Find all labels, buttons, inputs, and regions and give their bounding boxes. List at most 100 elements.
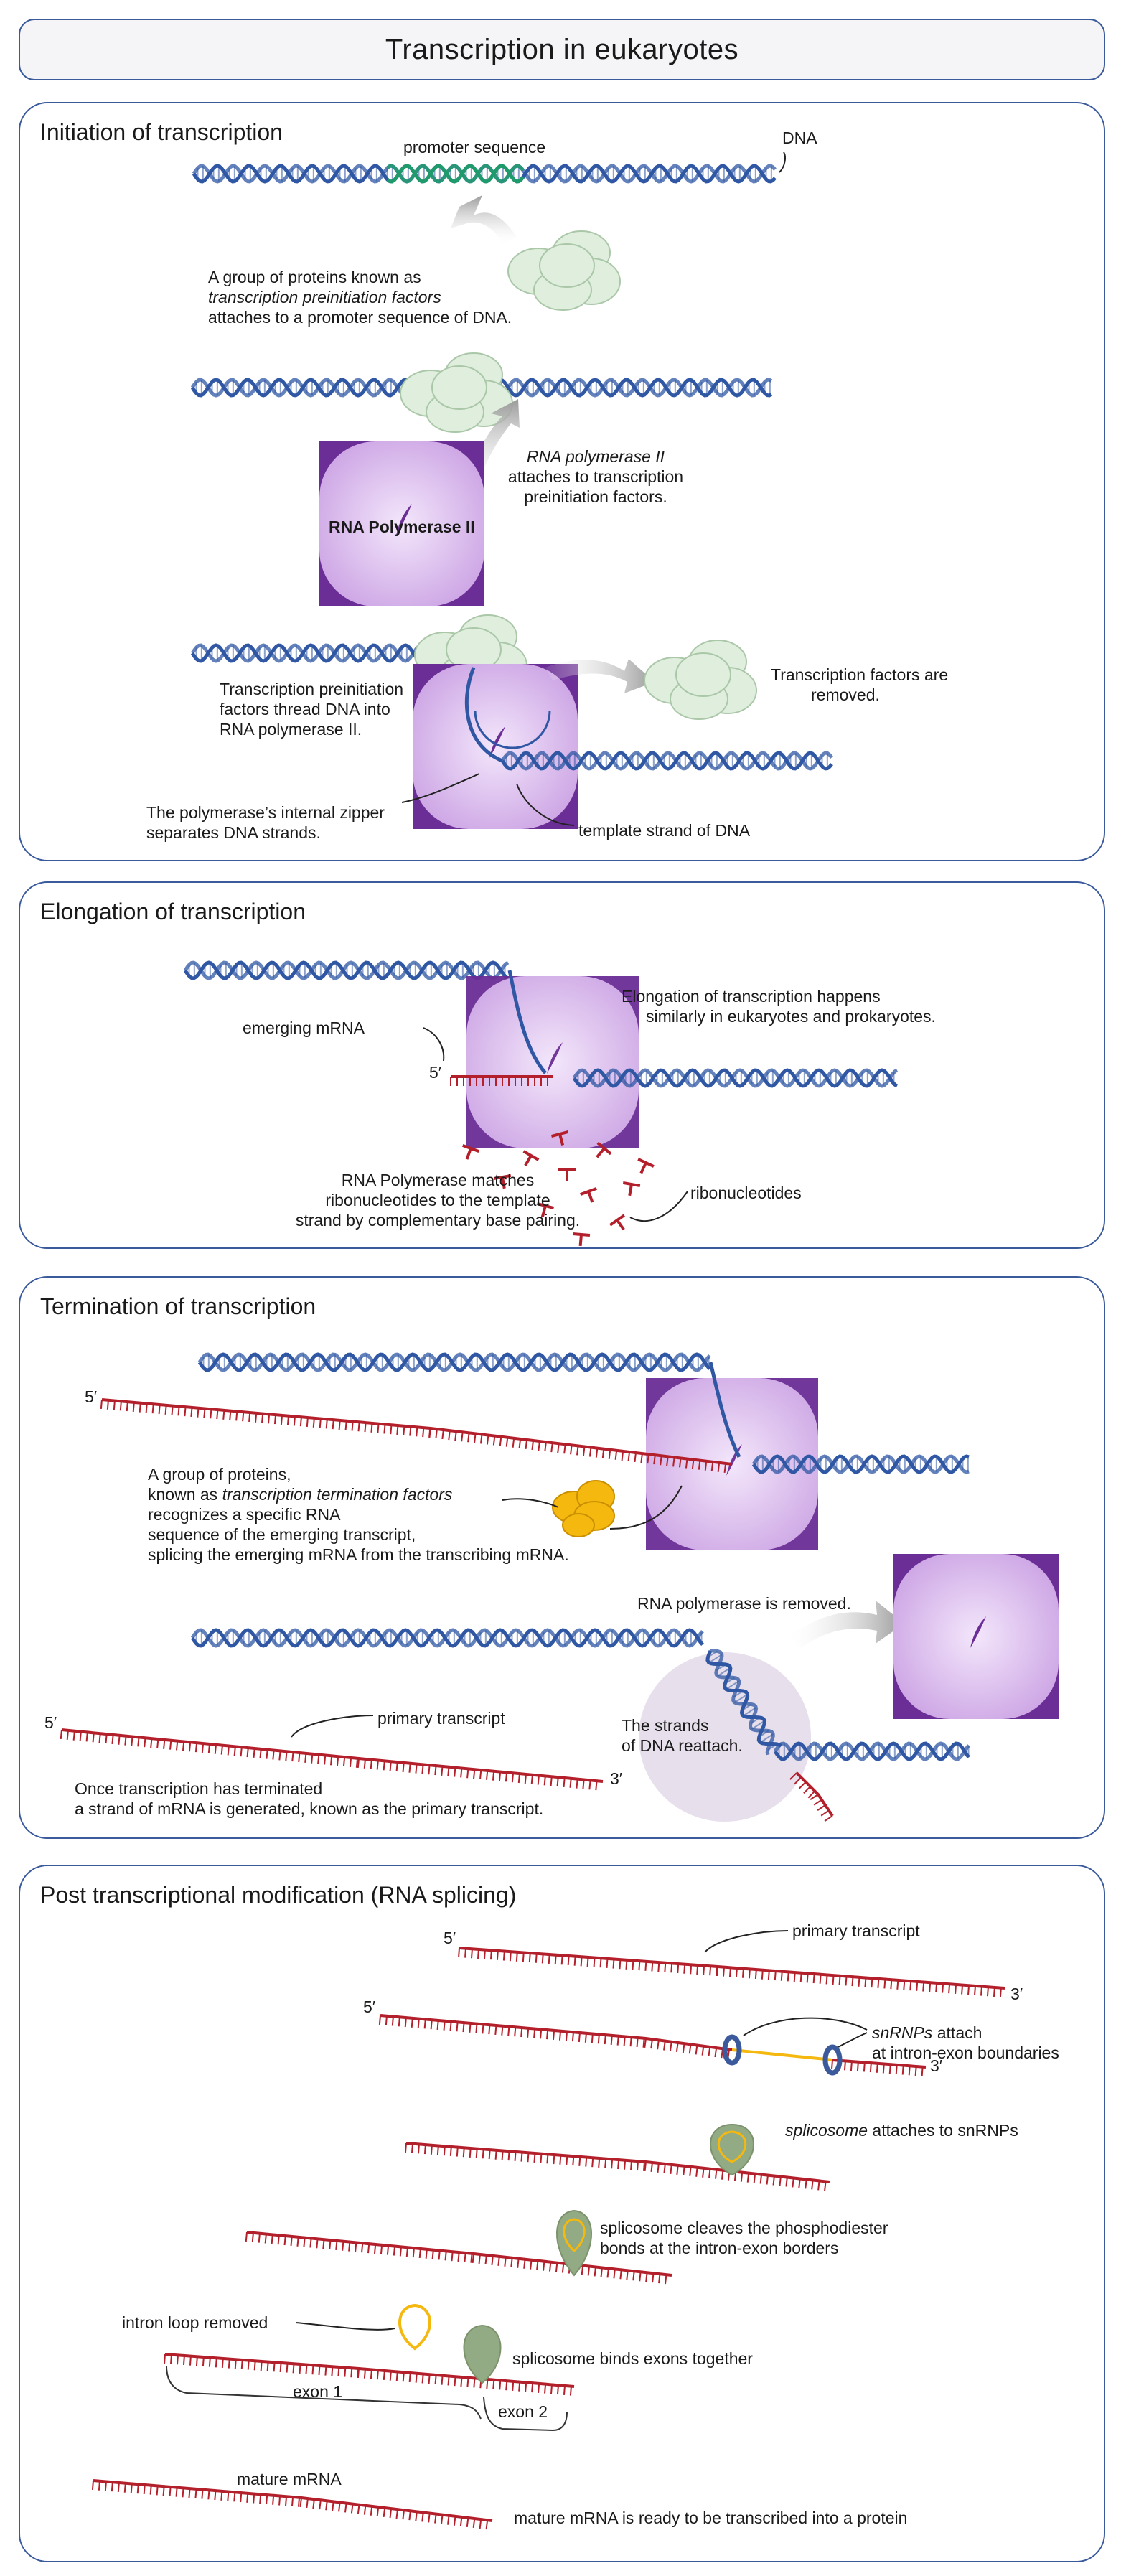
joined-exons-base	[337, 2366, 340, 2376]
termination-mrna-base	[467, 1433, 470, 1443]
snrnp-transcript-exon1-base	[578, 2032, 581, 2043]
splicing-primary-transcript-base	[858, 1977, 860, 1987]
primary-transcript-base	[131, 1736, 133, 1746]
splicing-primary-transcript-base	[489, 1950, 492, 1960]
spliceosome-transcript-base	[591, 2158, 594, 2168]
elongation-dna-b	[572, 1068, 899, 1088]
snrnp-transcript-exon1-base	[701, 2046, 705, 2056]
ribonucleotide-bar	[622, 1181, 641, 1188]
termination-dna-a-strand-b	[197, 1352, 711, 1372]
spliceosome-transcript-base	[540, 2153, 543, 2163]
snrnp-transcript-exon1-base	[423, 2019, 426, 2029]
splicing-primary-transcript-base	[993, 1987, 995, 1997]
cleave-transcript-base	[639, 2272, 642, 2282]
joined-exons-base	[466, 2377, 469, 2387]
step3-line1: Transcription preinitiation	[220, 680, 404, 698]
cleave-transcript-base	[348, 2242, 351, 2252]
joined-exons-base	[518, 2381, 521, 2392]
splicing-primary-transcript-base	[774, 1970, 777, 1981]
ribonucleotide-11	[550, 1130, 569, 1146]
mature-mrna-base	[376, 2506, 380, 2516]
spliceosome-transcript-base	[663, 2163, 666, 2173]
joined-exons-base	[550, 2384, 553, 2394]
exon2-bracket	[483, 2397, 568, 2432]
termination-mrna-base	[557, 1443, 560, 1453]
reattach-line1: The strands	[622, 1716, 709, 1735]
termination-mrna-base	[390, 1425, 393, 1435]
emerging-mrna-pointer	[423, 1027, 445, 1062]
primary-transcript-base	[389, 1761, 392, 1771]
termination-mrna-base	[474, 1433, 477, 1443]
spliceosome-transcript-base	[494, 2150, 497, 2160]
primary-transcript-base	[349, 1757, 352, 1767]
elongation-five-prime: 5′	[429, 1063, 442, 1082]
factors-line4: sequence of the emerging transcript,	[148, 1525, 416, 1544]
splicing-primary-transcript-base	[548, 1954, 550, 1964]
cleave-transcript-base	[523, 2259, 526, 2269]
cleave-transcript-base	[393, 2246, 396, 2256]
primary-transcript-base	[498, 1771, 502, 1781]
mature-mrna-base	[357, 2504, 360, 2514]
mature-mrna-base	[117, 2482, 120, 2493]
step3-line3: RNA polymerase II.	[220, 720, 362, 739]
ribonucleotide-1	[493, 1174, 512, 1189]
cleave-transcript-base	[665, 2275, 667, 2285]
template-label: template strand of DNA	[578, 821, 751, 840]
spliceosome-transcript	[404, 2142, 830, 2191]
splicing-primary-transcript-base	[593, 1957, 596, 1967]
snrnp-transcript-exon1-base	[657, 2040, 660, 2050]
reattached-dna-bend-rung	[717, 1667, 731, 1677]
termination-mrna-base	[672, 1457, 675, 1467]
step1-line2: transcription preinitiation factors	[208, 288, 441, 306]
termination-mrna-base	[538, 1441, 540, 1451]
mature-mrna-base	[434, 2514, 437, 2524]
splicing-primary-transcript-base	[864, 1977, 867, 1987]
spliceosome-transcript-base	[404, 2142, 407, 2153]
dna-strand-1	[192, 164, 777, 184]
rna-polymerase-2	[319, 441, 484, 606]
snrnp-transcript-exon2-base	[895, 2064, 898, 2074]
snrnp-transcript-exon2	[831, 2059, 927, 2076]
termination-mrna-base	[416, 1427, 418, 1437]
termination-mrna-base	[454, 1431, 457, 1441]
spliceosome-text: attaches to snRNPs	[868, 2121, 1018, 2140]
snrnp-transcript-exon1-base	[520, 2027, 523, 2038]
splicing-primary-transcript-base	[896, 1980, 899, 1990]
factors-line2-italic: transcription termination factors	[222, 1485, 453, 1504]
spliceosome-transcript-base	[637, 2161, 639, 2171]
termination-mrna-base	[448, 1430, 451, 1441]
termination-mrna-base	[132, 1402, 135, 1412]
mature-mrna-base	[111, 2482, 113, 2492]
released-mrna-tail-base	[798, 1781, 807, 1789]
dna-label: DNA	[782, 128, 817, 147]
snrnp-transcript-exon1-base	[469, 2023, 472, 2033]
mature-mrna-base	[240, 2492, 243, 2503]
rna-polymerase-2-lobe-2	[319, 550, 376, 606]
snrnp-pointer-left	[743, 2017, 868, 2036]
joined-exons-base	[512, 2381, 515, 2391]
elongation-note-line1: Elongation of transcription happens	[622, 987, 881, 1006]
snrnp-transcript-exon1-base	[430, 2020, 433, 2030]
removed-line2: removed.	[811, 685, 880, 704]
spliceosome-transcript-base	[507, 2151, 510, 2161]
spliceosome-attach-label: splicosome attaches to snRNPs	[785, 2120, 1018, 2140]
snrnp-transcript-exon2-base	[908, 2066, 911, 2076]
splicing-primary-transcript-base	[535, 1953, 538, 1963]
cleave-transcript-base	[632, 2271, 635, 2281]
cleave-transcript-base	[277, 2235, 280, 2245]
splicing-primary-transcript-base	[851, 1977, 854, 1987]
spliceosome-body-3	[463, 2324, 502, 2384]
termination-five-prime-1: 5′	[85, 1387, 98, 1406]
termination-mrna-base	[151, 1404, 154, 1414]
termination-mrna-base	[461, 1432, 464, 1442]
termination-mrna-base	[338, 1420, 341, 1430]
rna-polymerase-3	[413, 664, 578, 829]
removed-polymerase-lobe-2	[893, 1662, 950, 1719]
splicing-primary-transcript-base	[580, 1957, 583, 1967]
joined-exons-base	[383, 2370, 385, 2381]
reattached-dna-bend-rung	[743, 1707, 757, 1717]
mature-mrna-base	[485, 2520, 489, 2530]
cleave-transcript-base	[510, 2257, 513, 2267]
termination-mrna-base	[319, 1418, 322, 1428]
termination-mrna-base	[499, 1436, 502, 1446]
